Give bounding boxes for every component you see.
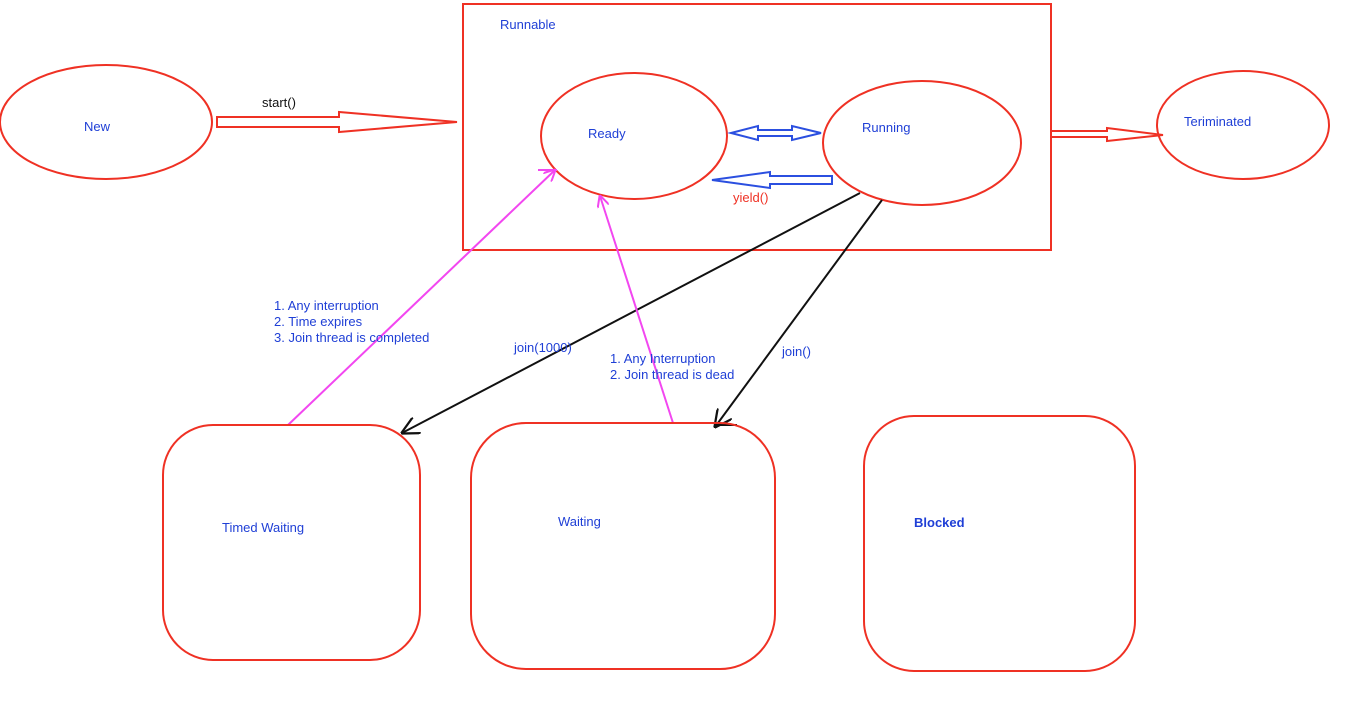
waiting-to-ready-arrow <box>600 196 674 424</box>
timed-waiting-state <box>162 424 421 661</box>
join-arrow <box>715 199 883 427</box>
timed-to-ready-arrow <box>287 170 555 426</box>
ready-state <box>540 72 728 200</box>
join-timed-arrow <box>402 192 861 433</box>
waiting-state-label: Waiting <box>558 514 601 529</box>
ready-running-double-arrow <box>727 124 822 142</box>
runnable-container <box>462 3 1052 251</box>
waiting-state <box>470 422 776 670</box>
yield-arrow-label: yield() <box>733 190 768 205</box>
waiting-to-ready-conditions: 1. Any Interruption 2. Join thread is de… <box>610 351 734 382</box>
terminate-arrow <box>1050 126 1164 143</box>
waiting-to-ready-condition: 2. Join thread is dead <box>610 367 734 382</box>
blocked-state <box>863 415 1136 672</box>
yield-arrow <box>711 170 833 190</box>
running-state-label: Running <box>862 120 910 135</box>
timed-to-ready-condition: 1. Any interruption <box>274 298 379 313</box>
new-state <box>0 64 213 180</box>
timed-to-ready-condition: 3. Join thread is completed <box>274 330 429 345</box>
join-timed-label: join(1000) <box>513 340 572 355</box>
timed-to-ready-conditions: 1. Any interruption 2. Time expires 3. J… <box>274 298 429 345</box>
join-label: join() <box>781 344 811 359</box>
ready-state-label: Ready <box>588 126 626 141</box>
start-arrow <box>216 110 458 134</box>
terminated-state <box>1156 70 1330 180</box>
timed-to-ready-condition: 2. Time expires <box>274 314 363 329</box>
timed-waiting-state-label: Timed Waiting <box>222 520 304 535</box>
new-state-label: New <box>84 119 111 134</box>
blocked-state-label: Blocked <box>914 515 965 530</box>
waiting-to-ready-condition: 1. Any Interruption <box>610 351 716 366</box>
terminated-state-label: Teriminated <box>1184 114 1251 129</box>
runnable-label: Runnable <box>500 17 556 32</box>
start-arrow-label: start() <box>262 95 296 110</box>
running-state <box>822 80 1022 206</box>
